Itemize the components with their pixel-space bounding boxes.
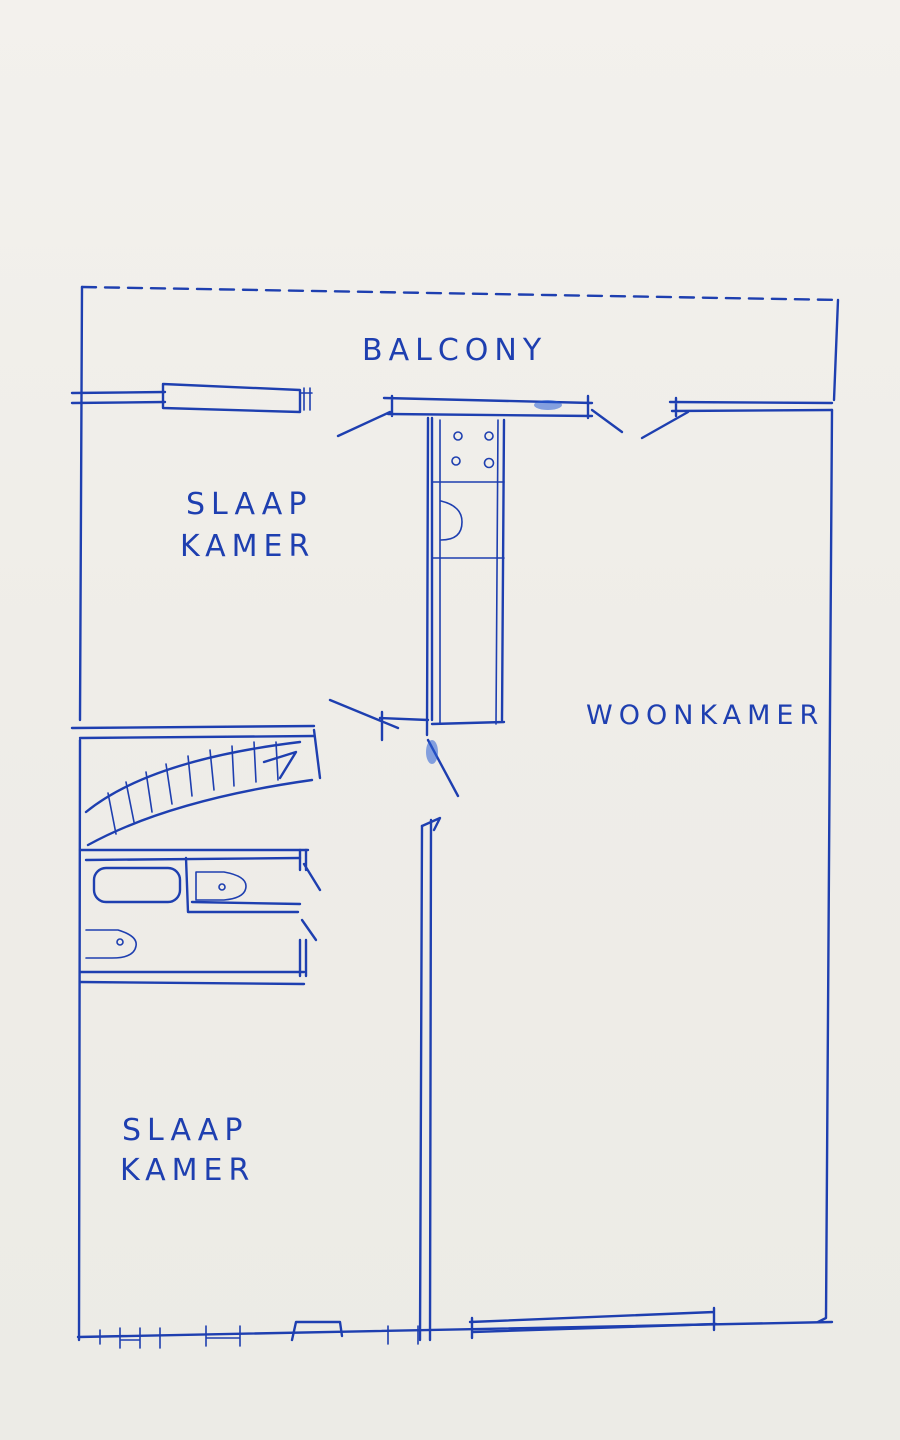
toilet-icon xyxy=(195,871,247,901)
balcony-label: BALCONY xyxy=(362,333,547,368)
bedroom-top-label-line2: KAMER xyxy=(180,529,315,564)
interior-wall-long xyxy=(418,818,433,1342)
ink-blot xyxy=(426,740,438,764)
bedroom-bottom-label-line1: SLAAP xyxy=(122,1113,248,1148)
living-room-label: WOONKAMER xyxy=(586,700,824,731)
staircase xyxy=(84,728,322,847)
bathroom xyxy=(78,848,322,986)
stove-icon xyxy=(451,431,495,469)
kitchen-counter xyxy=(430,416,506,726)
outer-wall-left xyxy=(77,285,84,1342)
bedroom-bottom-label-line2: KAMER xyxy=(120,1153,255,1188)
balcony-railing xyxy=(80,285,842,302)
sink-icon xyxy=(85,929,137,959)
interior-wall-mid xyxy=(70,724,316,740)
hall-door xyxy=(328,698,460,798)
outer-wall-bottom xyxy=(76,1320,834,1339)
bottom-wall-windows xyxy=(99,1306,718,1349)
ink-blot xyxy=(534,400,562,410)
wall-arrow xyxy=(420,816,442,832)
balcony-wall xyxy=(70,382,834,440)
interior-wall-upper xyxy=(425,416,430,737)
bedroom-top-label-line1: SLAAP xyxy=(186,487,312,522)
outer-wall-right xyxy=(816,298,840,1324)
bathtub-icon xyxy=(92,866,182,904)
